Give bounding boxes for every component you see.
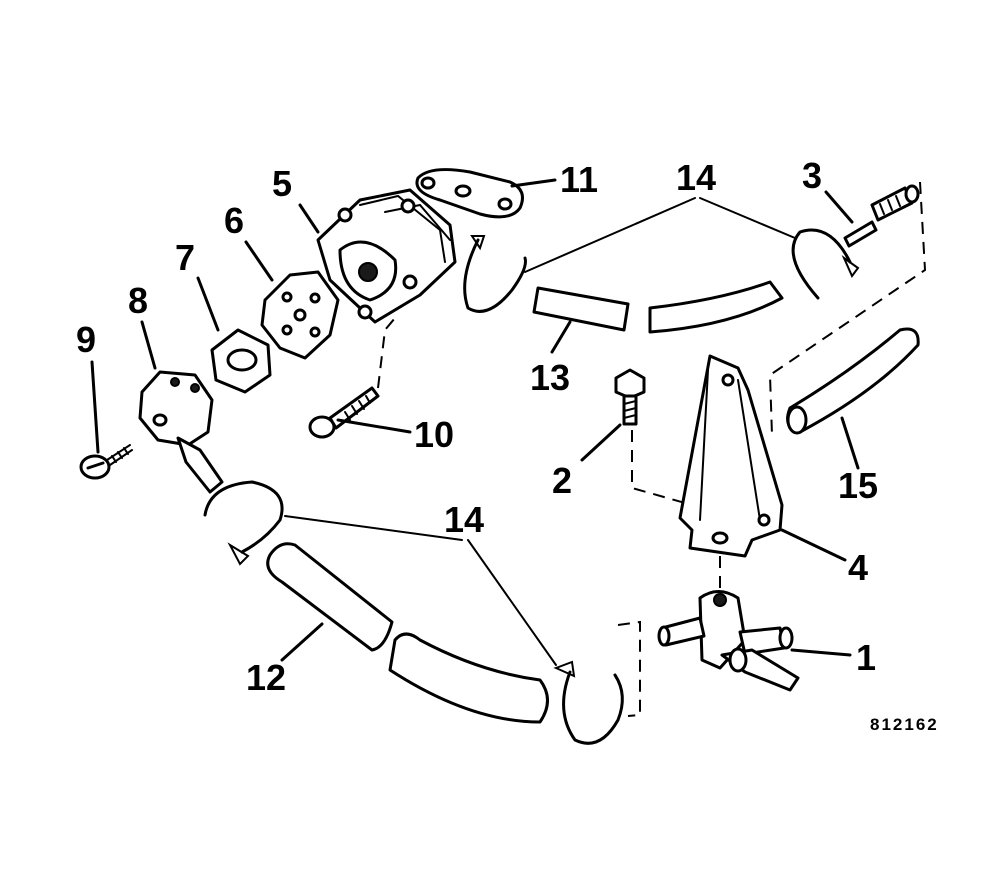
callout-10: 10 (414, 414, 454, 455)
leader-13 (550, 320, 572, 354)
dash-14-bottom (617, 620, 641, 717)
leader-6 (244, 240, 274, 282)
leader-5 (298, 203, 320, 234)
callout-15: 15 (838, 465, 878, 506)
part-hose-13 (532, 280, 784, 334)
callout-9: 9 (76, 319, 96, 360)
part-pump-body-5 (316, 188, 457, 324)
part-bolt-10 (308, 386, 380, 439)
part-clamp-14-bottom-right (553, 660, 624, 745)
callout-14-top: 14 (676, 157, 716, 198)
callout-14-bottom: 14 (444, 499, 484, 540)
part-hose-15 (786, 327, 920, 435)
part-valve-1 (657, 590, 800, 692)
part-hose-12 (266, 542, 549, 724)
callout-6: 6 (224, 200, 244, 241)
callout-5: 5 (272, 163, 292, 204)
leader-14-top-a (524, 197, 696, 273)
part-cover-8 (138, 370, 224, 494)
leader-8 (140, 320, 157, 370)
callout-4: 4 (848, 547, 868, 588)
part-clamp-14-top-right (791, 228, 860, 300)
figure-code: 812162 (870, 715, 939, 734)
leader-11 (510, 178, 557, 188)
part-gasket-11 (415, 168, 524, 219)
leader-4 (780, 528, 847, 562)
callout-2: 2 (552, 460, 572, 501)
part-bolt-2 (614, 368, 646, 426)
leader-9 (90, 360, 100, 454)
leader-14-bottom-a (284, 515, 463, 541)
part-plate-6 (260, 270, 340, 360)
part-fitting-3 (843, 184, 920, 248)
leader-3 (824, 190, 854, 224)
callout-7: 7 (175, 237, 195, 278)
part-clamp-14-bottom-left (203, 480, 284, 566)
callout-11: 11 (560, 159, 598, 200)
leader-14-bottom-b (467, 539, 557, 666)
callout-13: 13 (530, 357, 570, 398)
leader-15 (840, 416, 860, 470)
part-diaphragm-7 (210, 328, 272, 394)
callout-12: 12 (246, 657, 286, 698)
callout-3: 3 (802, 155, 822, 196)
leader-12 (280, 622, 324, 662)
dash-3-to-15 (768, 181, 927, 436)
leader-2 (580, 423, 622, 462)
leader-10 (336, 418, 412, 434)
part-bracket-4 (678, 354, 784, 558)
callout-8: 8 (128, 280, 148, 321)
leader-7 (196, 276, 220, 332)
part-screw-9 (79, 444, 133, 480)
dash-10-to-5 (377, 317, 396, 389)
callout-1: 1 (856, 637, 876, 678)
leader-14-top-b (699, 197, 796, 239)
leader-1 (790, 648, 852, 657)
part-clamp-14-top-left (463, 235, 527, 313)
